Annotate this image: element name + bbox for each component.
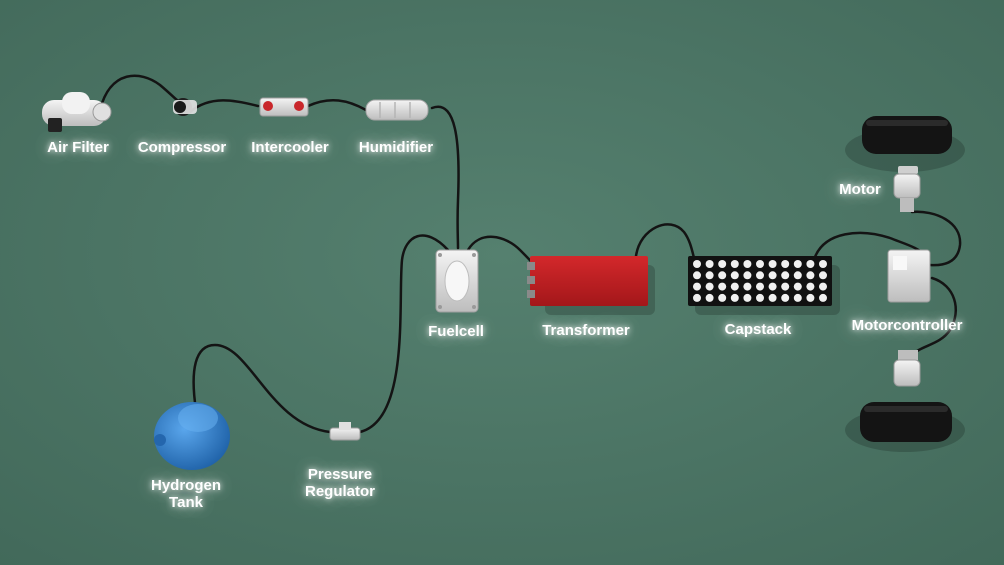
capstack-cell [693, 271, 701, 280]
cable-capstack-motorcontroller [813, 231, 927, 259]
capstack-cell [705, 260, 714, 268]
hose-airfilter-compressor [98, 74, 184, 112]
capstack-cell [793, 293, 802, 302]
capstack-cell [819, 260, 827, 268]
capstack-cell [756, 293, 764, 302]
capstack-cell [718, 282, 727, 291]
intercooler [259, 97, 309, 117]
capstack-cell [781, 293, 790, 302]
capstack-cell [768, 293, 777, 302]
capstack-cell [793, 282, 802, 291]
hoses [98, 74, 962, 434]
label-air-filter: Air Filter [47, 139, 109, 156]
label-intercooler: Intercooler [251, 139, 329, 156]
capstack-cell [693, 293, 701, 302]
capstack-cell [819, 293, 827, 302]
capstack-cell [743, 282, 752, 291]
upper-wheel [862, 116, 952, 154]
capstack-cell [743, 260, 752, 268]
hose-humidifier-fuelcell [430, 105, 460, 250]
capstack-cells [693, 260, 827, 302]
humidifier [365, 99, 429, 121]
capstack-cell [718, 271, 727, 280]
capstack-cell [781, 282, 790, 291]
label-compressor: Compressor [137, 139, 227, 156]
capstack-cell [806, 293, 815, 302]
capstack-cell [730, 260, 739, 268]
air-filter [42, 92, 112, 132]
cable-motorcontroller-lower [910, 276, 958, 357]
label-pressure-regulator: Pressure Regulator [290, 466, 390, 500]
capstack-cell [730, 282, 739, 291]
cable-motor-motorcontroller [910, 210, 962, 267]
capstack-cell [793, 271, 802, 280]
motor [893, 166, 921, 212]
capstack-cell [718, 260, 727, 268]
label-hydrogen-tank: Hydrogen Tank [136, 477, 236, 511]
capstack-cell [781, 271, 790, 280]
label-transformer: Transformer [542, 322, 630, 339]
capstack-cell [768, 260, 777, 268]
compressor [173, 98, 197, 116]
label-pressure-regulator-line2: Regulator [304, 483, 375, 500]
pressure-regulator [329, 422, 361, 441]
label-fuelcell: Fuelcell [428, 323, 484, 340]
capstack-cell [693, 282, 701, 291]
label-capstack: Capstack [724, 321, 792, 338]
capstack-cell [743, 271, 752, 280]
capstack-cell [768, 282, 777, 291]
capstack-cell [730, 293, 739, 302]
hose-intercooler-humidifier [306, 98, 368, 112]
motorcontroller [887, 249, 931, 303]
fuelcell [435, 249, 479, 313]
label-motorcontroller: Motorcontroller [851, 317, 963, 334]
capstack-cell [806, 260, 815, 268]
capstack [688, 256, 832, 306]
hydrogen-tank [154, 402, 230, 470]
capstack-cell [806, 282, 815, 291]
capstack-cell [756, 282, 764, 291]
label-hydrogen-tank-line2: Tank [169, 494, 203, 511]
label-hydrogen-tank-line1: Hydrogen [150, 477, 221, 494]
capstack-cell [705, 293, 714, 302]
hose-tank-regulator [192, 343, 332, 434]
cable-transformer-capstack [634, 223, 696, 260]
capstack-cell [768, 271, 777, 280]
capstack-cell [718, 293, 727, 302]
label-motor: Motor [839, 181, 881, 198]
capstack-cell [793, 260, 802, 268]
capstack-cell [730, 271, 739, 280]
capstack-cell [693, 260, 701, 268]
lower-motor [893, 350, 921, 387]
hose-fuelcell-regulator [358, 234, 450, 434]
lower-wheel [860, 402, 952, 442]
capstack-cell [705, 282, 714, 291]
capstack-cell [781, 260, 790, 268]
capstack-cell [756, 271, 764, 280]
capstack-cell [743, 293, 752, 302]
capstack-cell [806, 271, 815, 280]
label-humidifier: Humidifier [358, 139, 434, 156]
capstack-cell [756, 260, 764, 268]
capstack-cell [705, 271, 714, 280]
label-pressure-regulator-line1: Pressure [307, 466, 373, 483]
capstack-cell [819, 271, 827, 280]
capstack-cell [819, 282, 827, 291]
transformer [527, 256, 648, 306]
